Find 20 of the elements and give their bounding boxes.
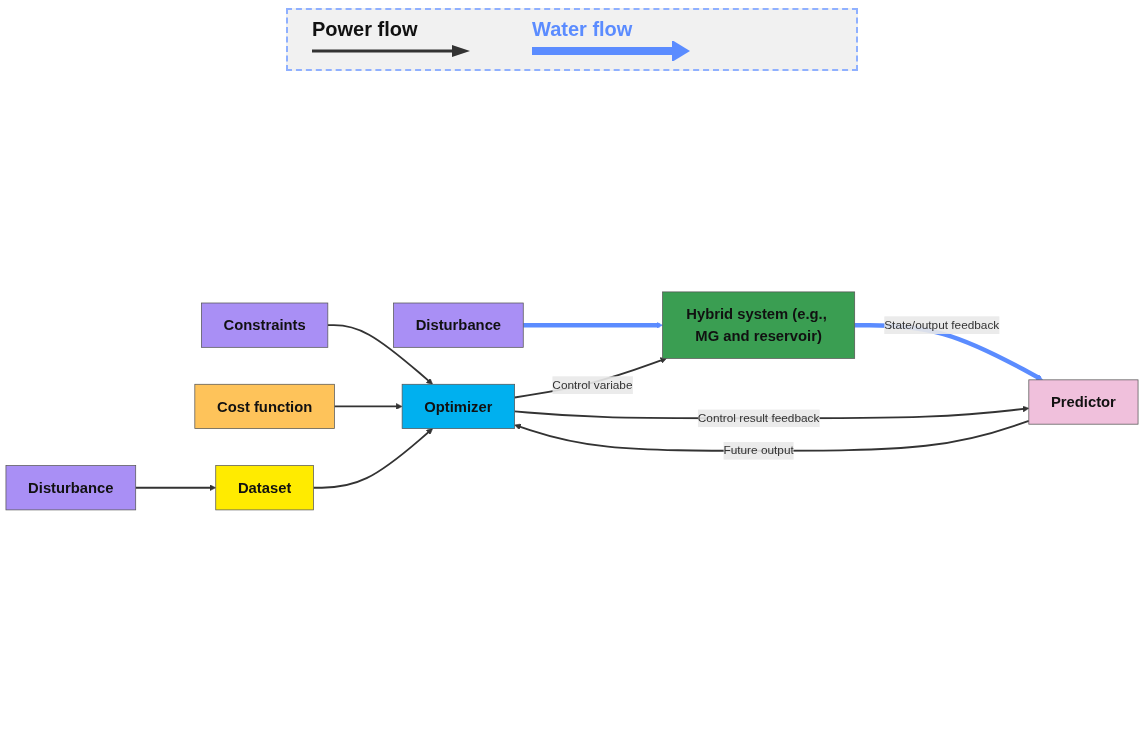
arrow <box>333 403 403 410</box>
node-box: Disturbance <box>393 302 524 348</box>
edge-label: State/output feedback <box>884 318 1000 332</box>
arrow <box>134 484 217 492</box>
node-box: Optimizer <box>401 384 515 430</box>
legend-text: Water flow <box>532 18 633 41</box>
edge-label: Future output <box>723 444 794 457</box>
arrow <box>523 322 663 329</box>
node-box: Predictor <box>1028 379 1139 425</box>
legend-text: Power flow <box>312 18 418 41</box>
node-box: Constraints <box>201 302 329 348</box>
edge-label: Control result feedback <box>697 411 820 425</box>
arrow <box>312 428 433 489</box>
node-box: Disturbance <box>5 465 137 511</box>
node-box: Hybrid system (e.g., MG and reservoir) <box>662 291 856 359</box>
arrow <box>326 324 433 385</box>
node-box: Dataset <box>215 465 314 511</box>
edge-label: Control variabe <box>552 378 633 392</box>
arrow <box>513 357 667 399</box>
node-box: Cost function <box>194 384 335 430</box>
